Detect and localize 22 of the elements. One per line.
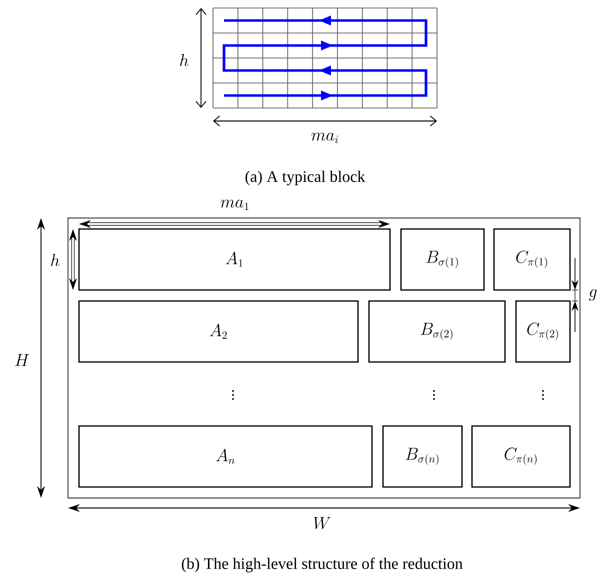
block-box: $B_{\sigma(1)}$ — [400, 228, 485, 291]
block-box: $A_2$ — [78, 300, 359, 363]
block-box: $C_{\pi(2)}$ — [515, 300, 571, 363]
dimension-label: $h$ — [51, 254, 60, 266]
ellipsis-dots: $\vdots$ — [433, 390, 435, 400]
block-box: $C_{\pi(n)}$ — [471, 425, 571, 488]
block-box: $B_{\sigma(2)}$ — [368, 300, 506, 363]
dimension-label: $W$ — [314, 517, 331, 530]
block-box: $B_{\sigma(n)}$ — [382, 425, 463, 488]
dimension-label: $h$ — [180, 54, 188, 66]
dimension-label: $g$ — [588, 289, 597, 301]
frame-box — [68, 218, 580, 498]
block-box: $A_1$ — [78, 228, 391, 291]
block-box: $A_n$ — [78, 425, 373, 488]
caption: (b) The high-level structure of the reduction — [182, 558, 463, 572]
block-box: $C_{\pi(1)}$ — [493, 228, 571, 291]
ellipsis-dots: $\vdots$ — [542, 390, 544, 400]
ellipsis-dots: $\vdots$ — [232, 390, 234, 400]
dimension-label: $H$ — [15, 354, 30, 366]
caption: (a) A typical block — [246, 170, 366, 186]
dimension-label: $ma_1$ — [220, 200, 248, 210]
dimension-label: $ma_i$ — [312, 132, 338, 144]
